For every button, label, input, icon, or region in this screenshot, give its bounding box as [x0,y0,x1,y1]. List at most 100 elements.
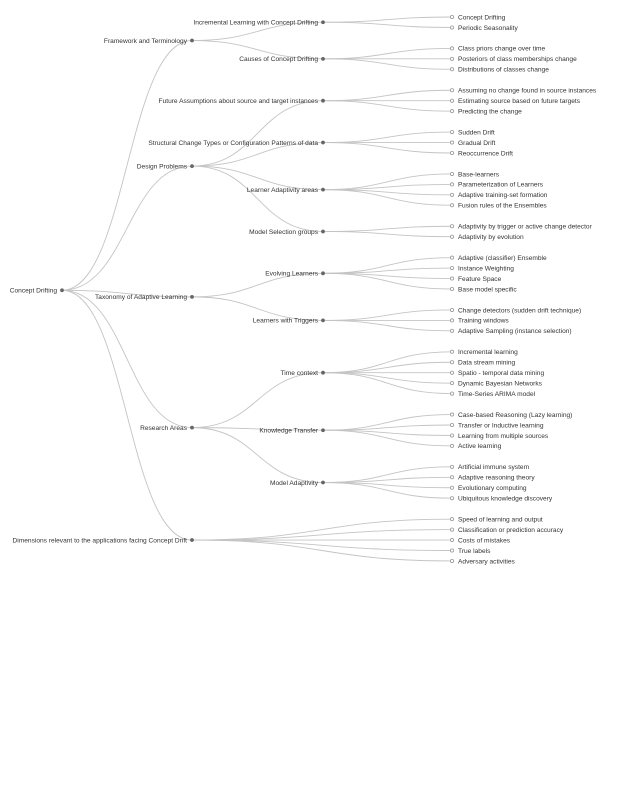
leaf-node-instance-weighting[interactable]: Instance Weighting [449,265,514,272]
leaf-node-classification-or-prediction-accuracy[interactable]: Classification or prediction accuracy [449,527,564,534]
tree-links [61,16,453,562]
leaf-node-reoccurrence-drift[interactable]: Reoccurrence Drift [449,150,513,157]
node-label: Reoccurrence Drift [458,150,513,157]
leaf-marker [449,370,454,375]
leaf-node-gradual-drift[interactable]: Gradual Drift [449,140,496,147]
leaf-marker [449,475,454,480]
leaf-marker [449,538,454,543]
leaf-node-fusion-rules-of-the-ensembles[interactable]: Fusion rules of the Ensembles [449,203,547,210]
node-label: Adaptivity by trigger or active change d… [458,224,593,231]
leaf-node-base-learners[interactable]: Base-learners [449,171,500,178]
branch-node-structural-change-types-or-configuration-pattern[interactable]: Structural Change Types or Configuration… [148,140,325,147]
node-label: Dynamic Bayesian Networks [458,380,543,387]
leaf-node-data-stream-mining[interactable]: Data stream mining [449,360,516,367]
branch-node-future-assumptions-about-source-and-target-insta[interactable]: Future Assumptions about source and targ… [159,98,325,105]
leaf-node-time-series-arima-model[interactable]: Time-Series ARIMA model [449,391,536,398]
branch-marker [321,187,325,192]
leaf-marker [449,422,454,427]
leaf-node-adaptive-reasoning-theory[interactable]: Adaptive reasoning theory [449,475,535,482]
node-label: Structural Change Types or Configuration… [148,140,318,147]
leaf-marker [449,464,454,469]
branch-node-design-problems[interactable]: Design Problems [137,163,194,170]
branch-node-model-selection-groups[interactable]: Model Selection groups [249,229,325,236]
leaf-node-adversary-activities[interactable]: Adversary activities [449,558,516,565]
node-label: Feature Space [458,276,502,283]
leaf-marker [449,130,454,135]
tree-link [191,21,324,41]
leaf-node-evolutionary-computing[interactable]: Evolutionary computing [449,485,527,492]
node-label: Speed of learning and output [458,516,543,523]
tree-link [322,429,453,447]
tree-link [322,319,453,332]
branch-marker [321,98,325,103]
branch-node-knowledge-transfer[interactable]: Knowledge Transfer [259,428,325,435]
leaf-node-predicting-the-change[interactable]: Predicting the change [449,108,522,115]
leaf-node-speed-of-learning-and-output[interactable]: Speed of learning and output [449,516,543,523]
leaf-node-ubiquitous-knowledge-discovery[interactable]: Ubiquitous knowledge discovery [449,496,553,503]
branch-marker [190,538,194,542]
branch-node-learner-adaptivity-areas[interactable]: Learner Adaptivity areas [247,187,325,194]
leaf-marker [449,443,454,448]
branch-node-taxonomy-of-adaptive-learning[interactable]: Taxonomy of Adaptive Learning [95,294,194,301]
branch-node-causes-of-concept-drifting[interactable]: Causes of Concept Drifting [239,56,325,63]
branch-node-research-areas[interactable]: Research Areas [140,425,194,432]
leaf-node-feature-space[interactable]: Feature Space [449,276,502,283]
node-label: Concept Drifting [10,288,58,295]
branch-node-learners-with-triggers[interactable]: Learners with Triggers [253,318,325,325]
branch-node-incremental-learning-with-concept-drifting[interactable]: Incremental Learning with Concept Drifti… [193,20,325,27]
branch-node-dimensions-relevant-to-the-applications-facing-c[interactable]: Dimensions relevant to the applications … [13,537,194,544]
branch-node-time-context[interactable]: Time context [281,370,325,377]
leaf-node-incremental-learning[interactable]: Incremental learning [449,349,518,356]
leaf-node-adaptive-sampling-instance-selection[interactable]: Adaptive Sampling (instance selection) [449,328,572,335]
tree-link [61,289,193,298]
branch-node-framework-and-terminology[interactable]: Framework and Terminology [104,38,194,45]
branch-marker [321,318,325,323]
branch-node-concept-drifting[interactable]: Concept Drifting [10,288,64,295]
node-label: Adaptive (classifier) Ensemble [458,255,547,262]
leaf-node-estimating-source-based-on-future-targets[interactable]: Estimating source based on future target… [449,98,581,105]
leaf-node-case-based-reasoning-lazy-learning[interactable]: Case-based Reasoning (Lazy learning) [449,412,572,419]
tree-link [322,89,453,102]
leaf-node-concept-drifting[interactable]: Concept Drifting [449,14,506,21]
leaf-node-change-detectors-sudden-drift-technique[interactable]: Change detectors (sudden drift technique… [449,307,581,314]
tree-link [191,427,324,431]
leaf-node-dynamic-bayesian-networks[interactable]: Dynamic Bayesian Networks [449,380,543,387]
leaf-node-adaptive-classifier-ensemble[interactable]: Adaptive (classifier) Ensemble [449,255,547,262]
leaf-node-active-learning[interactable]: Active learning [449,443,502,450]
leaf-marker [449,171,454,176]
leaf-node-true-labels[interactable]: True labels [449,548,491,555]
leaf-node-training-windows[interactable]: Training windows [449,318,509,325]
leaf-node-spatio-temporal-data-mining[interactable]: Spatio - temporal data mining [449,370,544,377]
leaf-node-distributions-of-classes-change[interactable]: Distributions of classes change [449,67,549,74]
leaf-node-base-model-specific[interactable]: Base model specific [449,286,517,293]
leaf-node-transfer-or-inductive-learning[interactable]: Transfer or Inductive learning [449,422,544,429]
tree-link [322,16,453,23]
leaf-node-adaptivity-by-trigger-or-active-change-detector[interactable]: Adaptivity by trigger or active change d… [449,224,593,231]
leaf-node-adaptive-training-set-formation[interactable]: Adaptive training-set formation [449,192,548,199]
leaf-node-parameterization-of-learners[interactable]: Parameterization of Learners [449,182,544,189]
branch-node-evolving-learners[interactable]: Evolving Learners [265,271,325,278]
branch-marker [60,288,64,293]
leaf-node-class-priors-change-over-time[interactable]: Class priors change over time [449,46,546,53]
node-label: Dimensions relevant to the applications … [13,537,188,544]
node-label: Training windows [458,318,509,325]
node-label: Fusion rules of the Ensembles [458,203,547,210]
leaf-node-learning-from-multiple-sources[interactable]: Learning from multiple sources [449,433,549,440]
leaf-node-assuming-no-change-found-in-source-instances[interactable]: Assuming no change found in source insta… [449,88,597,95]
leaf-marker [449,140,454,145]
leaf-marker [449,266,454,271]
leaf-node-artificial-immune-system[interactable]: Artificial immune system [449,464,530,471]
node-label: Sudden Drift [458,129,495,136]
leaf-node-posteriors-of-class-memberships-change[interactable]: Posteriors of class memberships change [449,56,577,63]
node-label: Adaptive training-set formation [458,192,548,199]
leaf-node-adaptivity-by-evolution[interactable]: Adaptivity by evolution [449,234,524,241]
leaf-node-sudden-drift[interactable]: Sudden Drift [449,129,495,136]
branch-node-model-adaptivity[interactable]: Model Adaptivity [270,480,325,487]
leaf-node-costs-of-mistakes[interactable]: Costs of mistakes [449,537,511,544]
node-label: Distributions of classes change [458,67,549,74]
leaf-node-periodic-seasonality[interactable]: Periodic Seasonality [449,25,518,32]
node-label: Taxonomy of Adaptive Learning [95,294,187,301]
node-label: Incremental learning [458,349,518,356]
node-label: Adversary activities [458,558,516,565]
